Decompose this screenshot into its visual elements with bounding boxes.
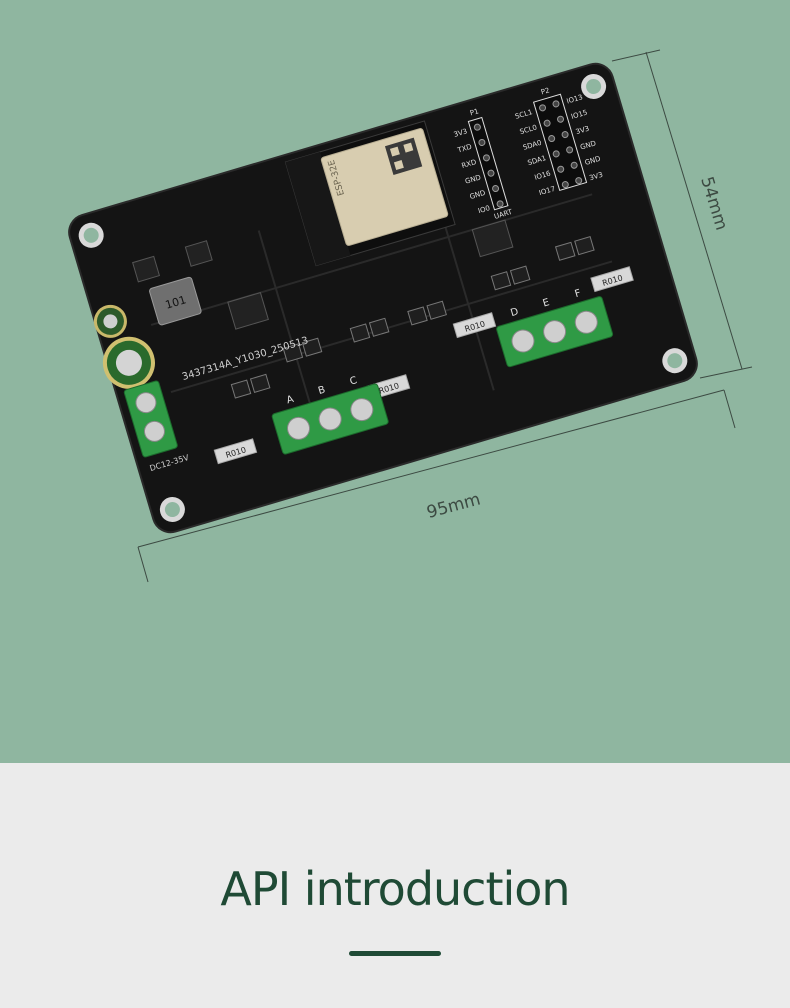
power-terminal: DC12-35V <box>123 380 190 473</box>
section-footer <box>0 763 790 1008</box>
terminal-label-b: B <box>317 384 327 397</box>
mosfets <box>230 236 595 399</box>
pcb-illustration: 95mm 54mm ESP- <box>68 49 753 583</box>
p1-pin-3: RXD <box>461 158 478 170</box>
header-p1-name: P1 <box>469 107 480 117</box>
width-dimension-label: 95mm <box>425 489 483 522</box>
p2-right-pin-3: 3V3 <box>575 125 590 137</box>
inductor-marking: 101 <box>164 293 188 311</box>
dimension-lines <box>137 49 753 583</box>
terminal-label-d: D <box>509 306 520 319</box>
pcb-board: ESP-32E P1 3V3 TXD RXD GND GND IO0 <box>68 62 698 534</box>
section-title: API introduction <box>220 862 570 916</box>
p2-right-pin-6: 3V3 <box>588 171 603 183</box>
header-p2-name: P2 <box>540 86 551 96</box>
p1-pin-1: 3V3 <box>453 127 468 139</box>
esp32-module: ESP-32E <box>284 120 456 267</box>
mounting-holes <box>78 73 688 523</box>
terminal-label-e: E <box>542 297 551 309</box>
terminal-abc: A B C <box>271 375 389 455</box>
terminal-def: D E F <box>496 288 614 368</box>
inductor: 101 <box>149 276 202 326</box>
terminal-label-c: C <box>349 375 359 388</box>
terminal-label-a: A <box>285 394 295 407</box>
qr-code <box>384 137 423 175</box>
height-dimension-label: 54mm <box>696 174 731 232</box>
header-p1: P1 3V3 TXD RXD GND GND IO0 UART <box>453 107 514 221</box>
title-underline <box>349 951 441 956</box>
p1-pin-6: IO0 <box>477 204 491 215</box>
electrolytic-capacitors <box>93 304 155 389</box>
product-hero: 95mm 54mm ESP- <box>0 0 790 763</box>
terminal-label-f: F <box>574 288 583 300</box>
header-p2: P2 SCL1 SCL0 SDA0 SDA1 IO16 IO17 IO13 IO… <box>514 86 604 197</box>
